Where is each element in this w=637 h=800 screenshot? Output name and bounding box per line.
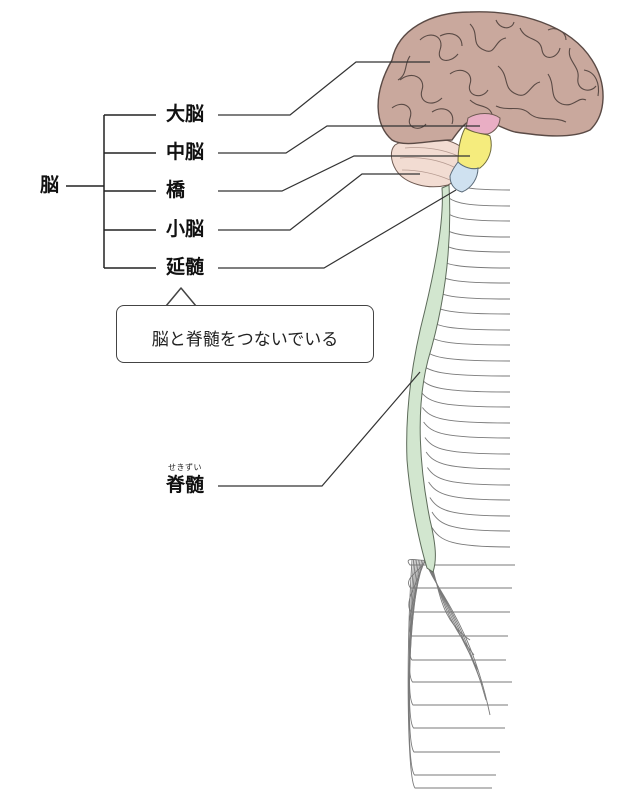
spinal-nerve [423, 331, 511, 346]
label-cerebrum: 大脳 [166, 103, 205, 125]
cauda-equina-nerve [408, 559, 506, 661]
leader-cerebellum [218, 173, 420, 231]
leader-cerebrum [218, 61, 430, 116]
label-brain: 脳 [40, 174, 60, 196]
callout-tail [165, 287, 197, 307]
spinal-nerve [431, 527, 511, 548]
cauda-equina-nerve [407, 559, 492, 789]
spinal-nerve [424, 437, 511, 455]
medulla-shape [449, 161, 479, 193]
spinal-cord-shape [406, 184, 451, 573]
callout-text: 脳と脊髄をつないでいる [151, 330, 339, 350]
spinal-nerve [419, 377, 511, 393]
leader-lines [218, 61, 480, 487]
spinal-nerve [447, 197, 511, 207]
cauda-equina-nerve [409, 559, 512, 683]
label-midbrain: 中脳 [166, 141, 205, 163]
label-cerebellum: 小脳 [166, 218, 205, 240]
spinal-nerve [420, 391, 511, 408]
label-spinal-cord-ruby: せきずい [168, 463, 202, 472]
spinal-nerve [428, 481, 511, 501]
spinal-nerve [425, 451, 511, 470]
cauda-equina-strand [429, 559, 471, 641]
spinal-nerve [431, 511, 511, 532]
label-medulla: 延髄 [166, 256, 205, 278]
leader-pons [218, 155, 470, 192]
spinal-nerve [439, 241, 511, 253]
cerebrum-gyri [391, 19, 600, 129]
cauda-equina-nerve [408, 559, 512, 589]
spinal-nerve [423, 421, 511, 439]
leader-medulla [218, 189, 457, 269]
cauda-equina-nerve [408, 559, 505, 729]
label-spinal-cord: 脊髄 [166, 474, 205, 496]
leader-midbrain [218, 125, 480, 154]
spinal-nerve [429, 497, 511, 517]
spinal-nerve [422, 407, 511, 424]
spinal-nerve [442, 227, 511, 238]
cauda-equina-strand [424, 559, 491, 716]
spinal-nerve [421, 347, 511, 362]
spinal-nerve [445, 211, 511, 222]
cauda-equina-nerve [408, 559, 496, 776]
label-pons: 橋 [166, 179, 186, 201]
spinal-nerve [419, 361, 511, 377]
pons-shape [457, 127, 492, 170]
brain-bracket [66, 114, 156, 269]
spinal-nerve [426, 317, 511, 331]
medulla-callout: 脳と脊髄をつないでいる [116, 305, 374, 363]
cauda-equina-nerve [408, 559, 500, 753]
cauda-equina-nerve [408, 559, 510, 613]
spinal-nerve [427, 467, 511, 486]
cerebellum-folds [399, 147, 459, 181]
leader-spinal-cord [218, 371, 421, 487]
